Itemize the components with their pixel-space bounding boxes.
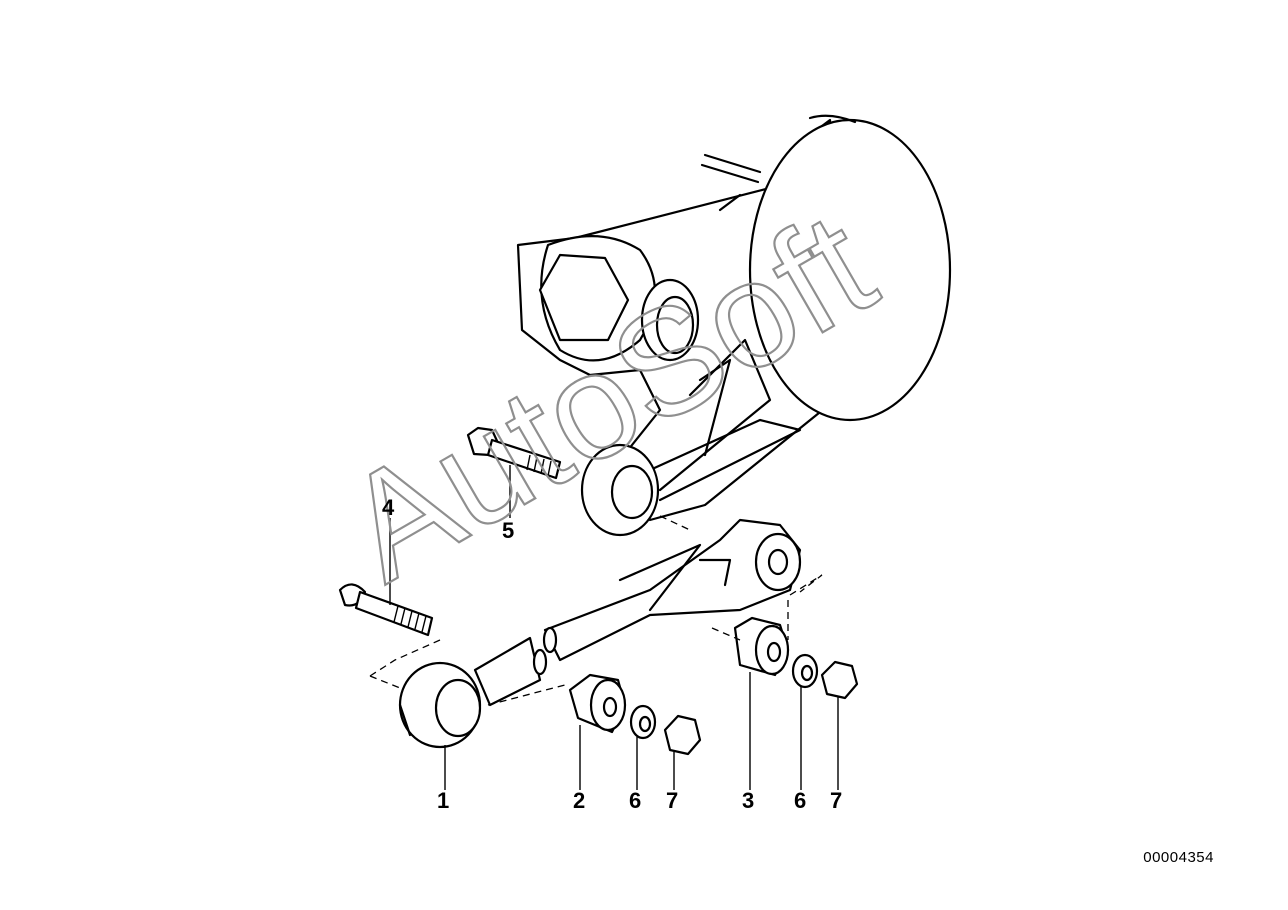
callout-3: 3 bbox=[742, 788, 754, 813]
document-number: 00004354 bbox=[1143, 849, 1214, 866]
callout-2: 2 bbox=[573, 788, 585, 813]
callout-7-right: 7 bbox=[830, 788, 842, 813]
torque-strut bbox=[398, 518, 802, 749]
bolt-5 bbox=[466, 426, 562, 480]
bolt-4 bbox=[338, 583, 434, 637]
callout-7-left: 7 bbox=[666, 788, 678, 813]
final-drive-housing bbox=[516, 114, 952, 537]
callout-1: 1 bbox=[437, 788, 449, 813]
callout-6-right: 6 bbox=[794, 788, 806, 813]
washer-6-left-hole bbox=[638, 715, 652, 733]
nut-7-right bbox=[820, 660, 859, 700]
callout-4: 4 bbox=[382, 495, 395, 520]
callout-6-left: 6 bbox=[629, 788, 641, 813]
callout-5: 5 bbox=[502, 518, 514, 543]
washer-6-right-hole bbox=[800, 664, 814, 682]
nut-7-left bbox=[663, 714, 702, 756]
leader-lines bbox=[389, 465, 839, 790]
bushing-2 bbox=[568, 673, 627, 734]
bushing-3 bbox=[733, 616, 790, 677]
assembly-lines bbox=[369, 515, 823, 706]
